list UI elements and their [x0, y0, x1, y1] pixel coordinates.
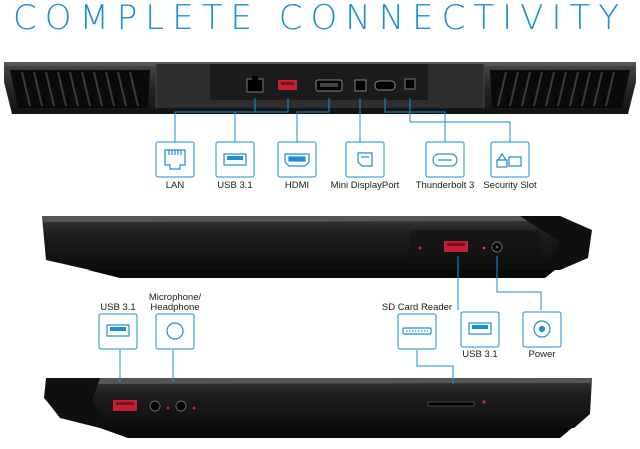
laptop-right-side — [42, 216, 592, 278]
headphone-jack-icon — [166, 322, 184, 340]
label-lan: LAN — [165, 180, 185, 191]
usb-port-left — [113, 400, 137, 411]
label-power: Power — [528, 349, 556, 360]
rear-port-icons — [155, 141, 530, 178]
thunderbolt-port — [374, 80, 396, 91]
power-indicator — [482, 246, 486, 250]
security-slot-icon-box — [490, 141, 530, 178]
mini-displayport-icon — [357, 152, 373, 167]
lan-port — [246, 78, 264, 93]
page-title: COMPLETE CONNECTIVITY — [12, 0, 628, 38]
label-usb-rear: USB 3.1 — [217, 180, 253, 191]
mini-displayport — [354, 79, 367, 92]
label-hdmi: HDMI — [284, 180, 310, 191]
usb-icon — [223, 153, 247, 166]
sd-card-icon-box — [397, 313, 437, 350]
usb-left-icon — [106, 324, 130, 337]
label-mini-displayport: Mini DisplayPort — [330, 180, 400, 191]
left-vent — [10, 70, 150, 108]
security-slot — [404, 78, 416, 90]
indicator-light-right — [418, 246, 422, 250]
thunderbolt-icon — [432, 153, 458, 167]
right-connector-lines — [457, 256, 542, 310]
label-usb-left: USB 3.1 — [100, 302, 136, 313]
label-thunderbolt: Thunderbolt 3 — [415, 180, 475, 191]
security-slot-icon — [496, 152, 522, 168]
usb-port-right — [444, 241, 468, 252]
label-microphone-headphone: Microphone/ Headphone — [148, 292, 202, 313]
laptop-rear-view — [4, 62, 636, 114]
audio-jack-2 — [175, 400, 187, 412]
sd-card-slot — [427, 401, 475, 407]
rear-connector-lines — [174, 98, 511, 142]
audio-jack-1 — [149, 400, 161, 412]
sd-card-icon — [402, 327, 432, 335]
audio-icon-box — [155, 313, 195, 350]
power-icon — [533, 320, 551, 338]
hdmi-icon — [284, 153, 310, 167]
laptop-left-side — [44, 378, 592, 438]
lan-icon-box — [155, 141, 195, 178]
mini-displayport-icon-box — [345, 141, 385, 178]
label-sd-card-reader: SD Card Reader — [381, 302, 453, 313]
label-security-slot: Security Slot — [483, 180, 537, 191]
left-connector-lines — [119, 350, 454, 384]
lan-icon — [164, 149, 186, 170]
label-usb-right: USB 3.1 — [462, 349, 498, 360]
usb-right-icon — [468, 322, 492, 335]
